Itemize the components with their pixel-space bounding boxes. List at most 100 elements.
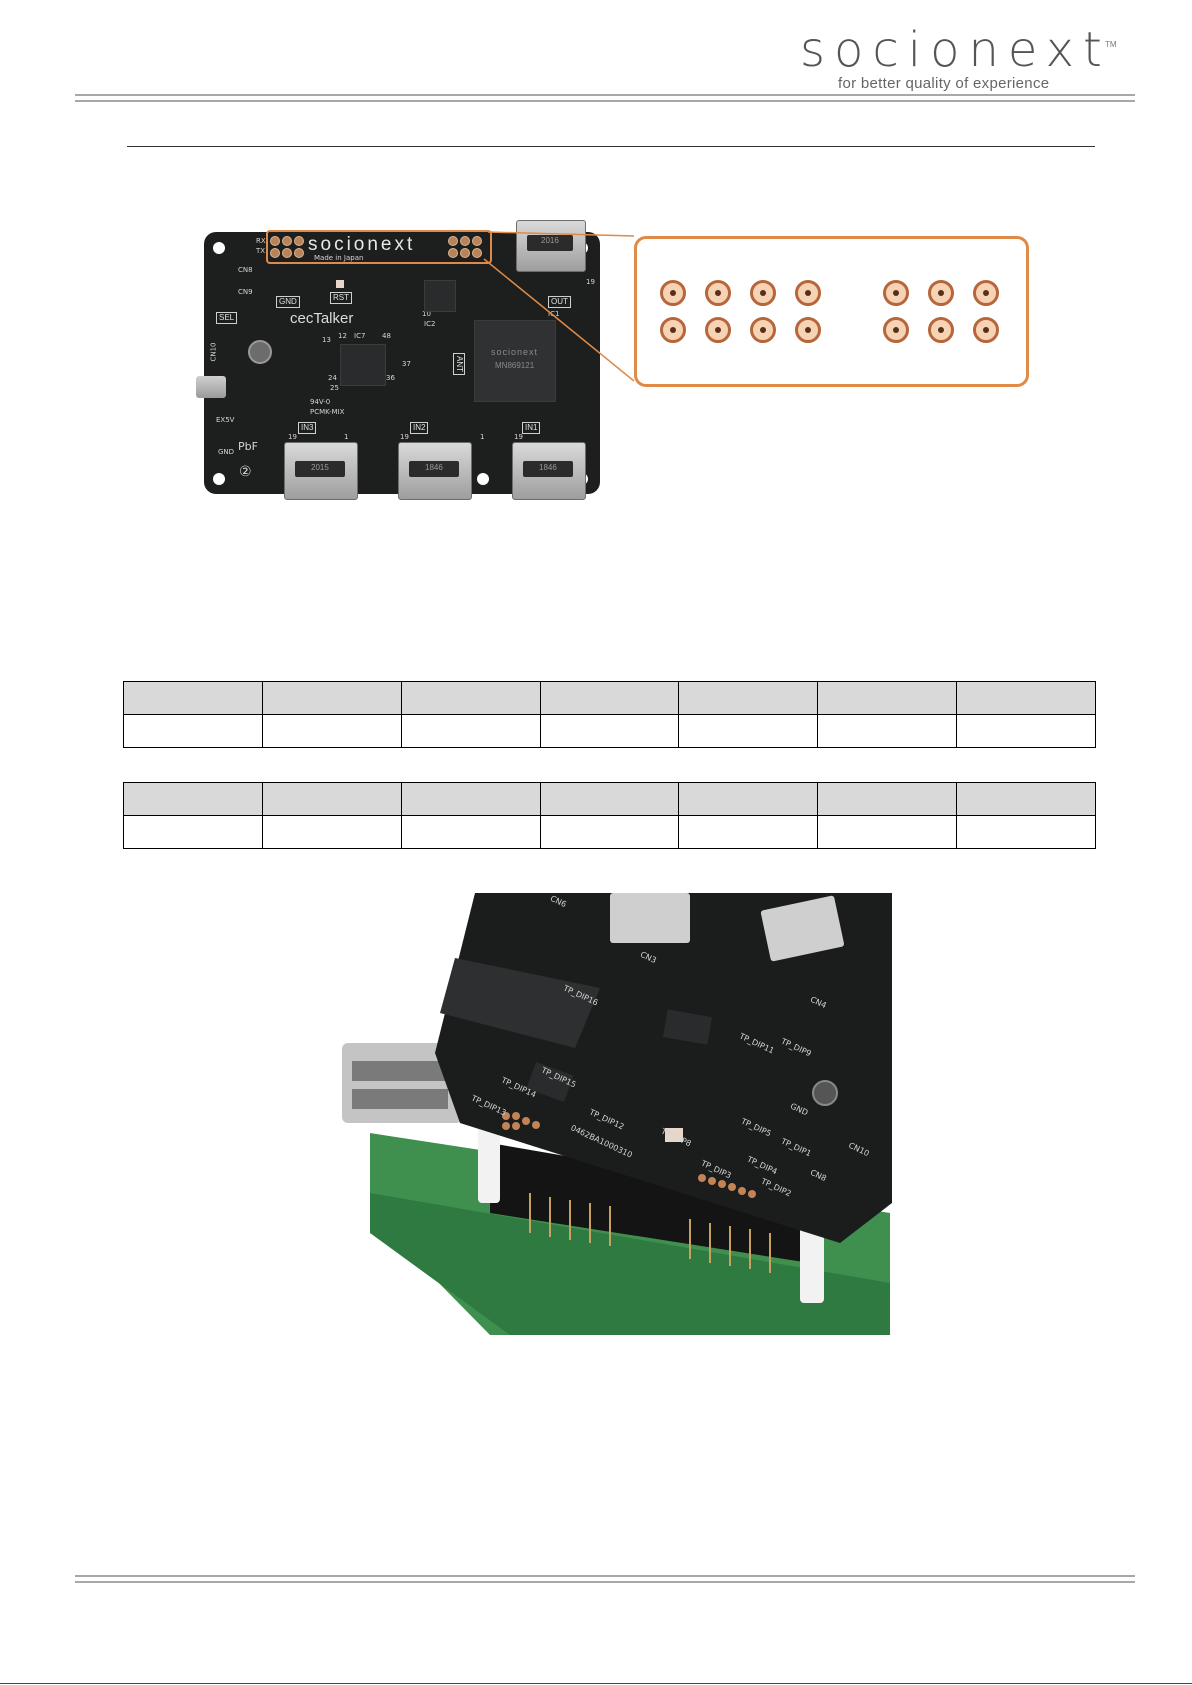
ic7-label: IC7: [354, 332, 366, 340]
pin-13: 13: [322, 336, 331, 344]
table-cell: [956, 815, 1096, 849]
table-header-cell: [400, 681, 541, 715]
table-header-cell: [123, 782, 263, 816]
table-cell: [539, 714, 680, 748]
table-header-cell: [817, 782, 958, 816]
pin-1-in3: 1: [344, 433, 349, 441]
table-cell: [817, 815, 958, 849]
table-header-cell: [539, 681, 680, 715]
table-cell: [261, 714, 402, 748]
v0-label: 94V-0: [310, 398, 331, 406]
soc-model-label: MN869121: [495, 361, 535, 370]
table-header-cell: [400, 782, 541, 816]
callout-lines: [483, 231, 635, 382]
gnd-label: GND: [276, 296, 300, 308]
table-header-cell: [956, 782, 1096, 816]
zoom-pin: [660, 317, 686, 343]
zoom-pin: [795, 317, 821, 343]
hdmi-in3-code: 2015: [311, 463, 329, 472]
crystal: [248, 340, 272, 364]
tx-label: TX: [256, 247, 266, 255]
table-cell: [261, 815, 402, 849]
table-cell: [123, 714, 263, 748]
hdmi-in3-connector: 2015: [284, 442, 358, 500]
hdmi-in1-connector: 1846: [512, 442, 586, 500]
table-cell: [400, 815, 541, 849]
cn8-label: CN8: [238, 266, 253, 274]
zoom-pin: [973, 317, 999, 343]
mounting-hole: [477, 473, 489, 485]
ex5v-label: EX5V: [216, 416, 235, 424]
pin-1-in1: 1: [480, 433, 485, 441]
table-cell: [817, 714, 958, 748]
pin-table-1: [123, 681, 1096, 748]
header-pads-right: [448, 236, 488, 258]
rx-label: RX: [256, 237, 266, 245]
table-header-row: [123, 681, 1096, 715]
table-cell: [123, 815, 263, 849]
zoom-pin: [750, 317, 776, 343]
pcmk-label: PCMK-MIX: [310, 408, 345, 416]
footer-rule: [75, 1575, 1135, 1583]
mounting-hole: [213, 473, 225, 485]
ic2-chip: [424, 280, 456, 312]
socionext-logo: socionext: [800, 22, 1111, 78]
hdmi-out-code: 2016: [541, 236, 559, 245]
soc-brand-label: socionext: [491, 347, 539, 357]
table-header-cell: [123, 681, 263, 715]
zoom-pin: [795, 280, 821, 306]
zoom-pin: [750, 280, 776, 306]
sel-label: SEL: [216, 312, 238, 324]
table-header-cell: [678, 681, 819, 715]
pin-table-2: [123, 782, 1096, 849]
board-top-photo: socionext Made in Japan RX TX 2016 OUT I…: [196, 220, 604, 500]
main-soc-chip: socionext MN869121: [474, 320, 556, 402]
pin-36: 36: [386, 374, 395, 382]
table-cell: [678, 815, 819, 849]
micro-usb-port: [196, 376, 226, 398]
cn9-label: CN9: [238, 288, 253, 296]
gnd-label-2: GND: [218, 448, 235, 456]
ic2-label: IC2: [424, 320, 436, 328]
hdmi-in2-connector: 1846: [398, 442, 472, 500]
pin-25: 25: [330, 384, 339, 392]
logo-tagline: for better quality of experience: [838, 75, 1050, 92]
pin-24: 24: [328, 374, 337, 382]
reset-button: [336, 280, 344, 288]
zoom-pin: [660, 280, 686, 306]
table-row: [123, 714, 1096, 748]
pin-19-in2: 19: [400, 433, 409, 441]
zoom-pin: [883, 317, 909, 343]
pin-10: 10: [422, 310, 431, 318]
hdmi-out-connector: 2016: [516, 220, 586, 272]
trademark-mark: TM: [1105, 40, 1117, 49]
pin-48: 48: [382, 332, 391, 340]
table-cell: [539, 815, 680, 849]
out-label: OUT: [548, 296, 571, 308]
table-header-cell: [261, 681, 402, 715]
circle-2-label: ②: [239, 464, 252, 480]
board-stack-photo: TP_DIP16 TP_DIP15 TP_DIP14 TP_DIP13 TP_D…: [340, 893, 892, 1335]
ic7-chip: [340, 344, 386, 386]
table-header-cell: [678, 782, 819, 816]
zoom-pin: [705, 317, 731, 343]
in1-label: IN1: [522, 422, 541, 434]
pin-12: 12: [338, 332, 347, 340]
pin-37: 37: [402, 360, 411, 368]
page-bottom-line: [0, 1683, 1192, 1684]
table-header-row: [123, 782, 1096, 816]
header-rule: [75, 94, 1135, 102]
table-header-cell: [817, 681, 958, 715]
pin-19-out: 19: [586, 278, 595, 286]
mounting-hole: [213, 242, 225, 254]
pin-19-in3: 19: [288, 433, 297, 441]
pbf-label: PbF: [238, 440, 258, 453]
table-header-cell: [261, 782, 402, 816]
zoom-pin: [928, 317, 954, 343]
zoom-pin: [705, 280, 731, 306]
header-pads-left: [270, 236, 310, 258]
header-board-logo: socionext: [308, 234, 416, 255]
header-highlight: [266, 230, 492, 264]
made-in-label: Made in Japan: [314, 254, 364, 262]
table-cell: [678, 714, 819, 748]
